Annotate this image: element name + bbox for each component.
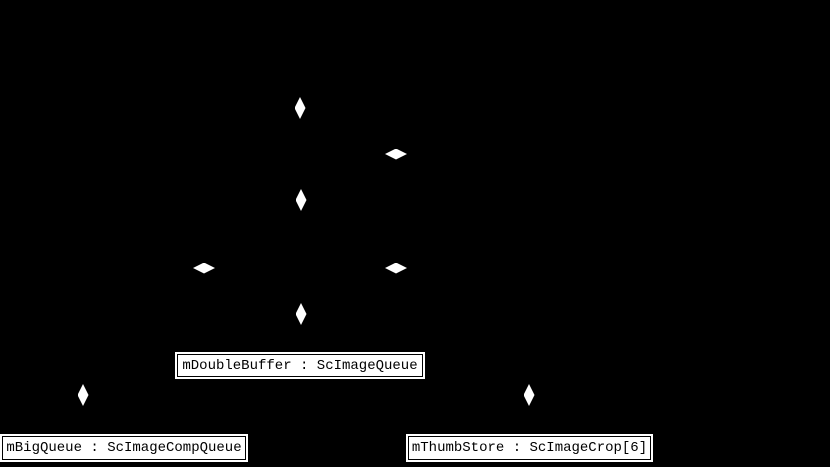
composition-diamond-icon	[193, 262, 215, 274]
composition-diamond-icon	[523, 384, 535, 406]
composition-diamond-icon	[295, 303, 307, 325]
composition-diamond-icon	[385, 262, 407, 274]
member-label-text: mThumbStore : ScImageCrop[6]	[408, 436, 651, 460]
composition-diamond-icon	[294, 97, 306, 119]
member-label-text: mBigQueue : ScImageCompQueue	[2, 436, 246, 460]
member-label-box: mBigQueue : ScImageCompQueue	[0, 434, 248, 462]
composition-diamond-icon	[77, 384, 89, 406]
composition-diamond-icon	[385, 148, 407, 160]
composition-diamond-icon	[295, 189, 307, 211]
member-label-text: mDoubleBuffer : ScImageQueue	[177, 354, 423, 377]
member-label-box: mThumbStore : ScImageCrop[6]	[406, 434, 653, 462]
member-label-box: mDoubleBuffer : ScImageQueue	[175, 352, 425, 379]
